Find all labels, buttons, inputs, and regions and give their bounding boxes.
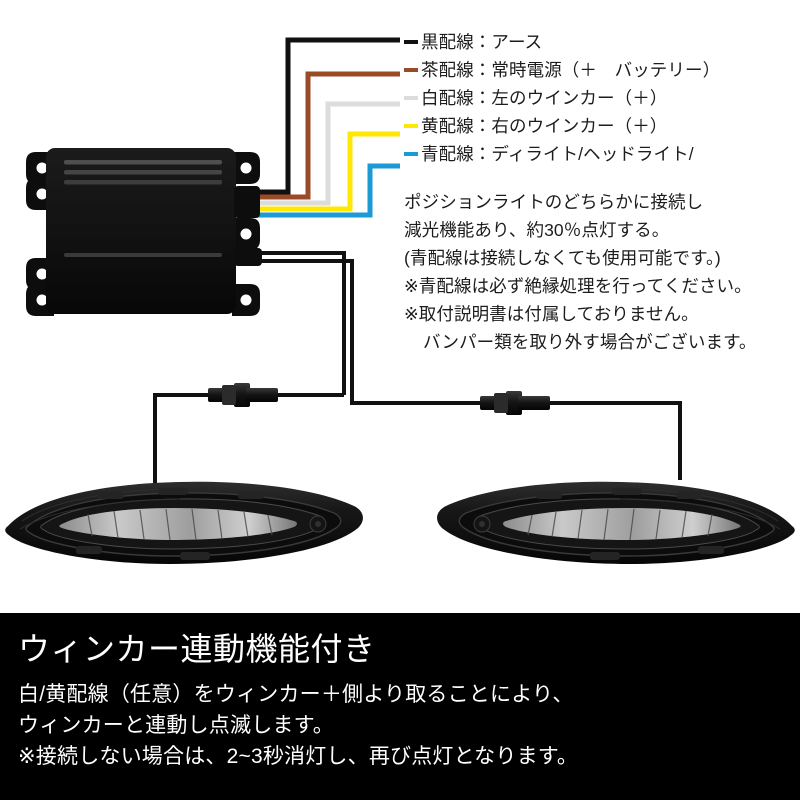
wiring-schematic <box>26 37 682 490</box>
wire-swatch-blue <box>404 151 418 156</box>
wire-swatch-yellow <box>404 123 418 128</box>
diagram-area: 黒配線：アース 茶配線：常時電源（＋ バッテリー） 白配線：左のウインカー（＋）… <box>2 28 800 574</box>
legend-row-black: 黒配線：アース <box>404 28 796 56</box>
wire-blue <box>258 163 400 218</box>
banner-line-2: ウィンカーと連動し点滅します。 <box>18 714 334 737</box>
note-line-1: ポジションライトのどちらかに接続し <box>404 192 704 212</box>
note-line-3: (青配線は接続しなくても使用可能です。) <box>404 248 721 268</box>
banner-line-1: 白/黄配線（任意）をウィンカー＋側より取ることにより、 <box>18 683 574 706</box>
banner-description: 白/黄配線（任意）をウィンカー＋側より取ることにより、 ウィンカーと連動し点滅し… <box>18 679 782 772</box>
led-lamp-left <box>2 466 368 574</box>
note-line-4: ※青配線は必ず絶縁処理を行ってください。 <box>404 276 752 296</box>
note-line-6: バンパー類を取り外す場合がございます。 <box>423 332 757 352</box>
legend-row-white: 白配線：左のウインカー（＋） <box>404 84 796 112</box>
banner-line-3: ※接続しない場合は、2~3秒消灯し、再び点灯となります。 <box>18 745 579 768</box>
wire-yellow <box>258 131 400 212</box>
control-module <box>26 148 262 316</box>
bullet-connector-right <box>480 391 550 415</box>
wire-black <box>258 37 400 195</box>
bullet-connector-left <box>208 383 278 407</box>
notes-block: ポジションライトのどちらかに接続し 減光機能あり、約30％点灯する。 (青配線は… <box>404 188 800 356</box>
led-lamp-right <box>432 466 798 574</box>
wire-swatch-brown <box>404 67 418 72</box>
legend-row-brown: 茶配線：常時電源（＋ バッテリー） <box>404 56 796 84</box>
legend-row-blue: 青配線：ディライト/ヘッドライト/ <box>404 140 796 168</box>
wire-swatch-white <box>404 95 418 100</box>
feature-banner: ウィンカー連動機能付き 白/黄配線（任意）をウィンカー＋側より取ることにより、 … <box>0 613 800 800</box>
output-harness <box>153 251 682 490</box>
legend-row-yellow: 黄配線：右のウインカー（＋） <box>404 112 796 140</box>
wire-legend: 黒配線：アース 茶配線：常時電源（＋ バッテリー） 白配線：左のウインカー（＋）… <box>404 28 796 168</box>
wire-white <box>258 101 400 206</box>
wire-swatch-black <box>404 39 418 44</box>
note-line-2: 減光機能あり、約30％点灯する。 <box>404 220 670 240</box>
banner-title: ウィンカー連動機能付き <box>18 631 376 667</box>
wire-brown <box>258 71 400 200</box>
note-line-5: ※取付説明書は付属しておりません。 <box>404 304 699 324</box>
